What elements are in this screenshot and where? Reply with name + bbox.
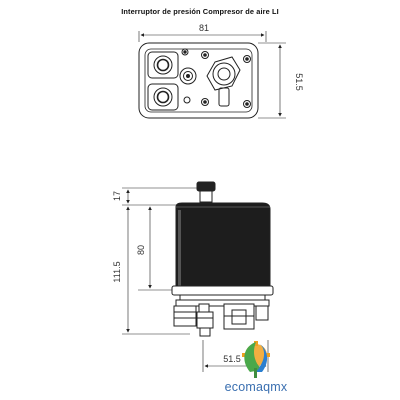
height-label: 51.5: [294, 73, 304, 91]
terminal-lower: [147, 83, 179, 111]
brand-logo-icon: [242, 341, 270, 378]
body-height-label: 80: [136, 245, 146, 255]
top-height-label: 17: [112, 191, 122, 201]
base-flange: [171, 285, 274, 296]
switch-body: [175, 202, 271, 289]
housing-outline: [138, 42, 259, 119]
brand-name: ecomaqmx: [225, 380, 288, 394]
side-view: [122, 181, 274, 372]
reset-button: [196, 181, 216, 192]
terminal-upper: [147, 51, 179, 79]
total-height-label: 111.5: [112, 261, 122, 282]
page-title: Interruptor de presión Compresor de aire…: [121, 7, 279, 16]
width-label: 81: [199, 23, 209, 33]
hex-fitting: [206, 56, 241, 91]
base-width-label: 51.5: [223, 354, 241, 364]
fitting-left: [173, 305, 197, 327]
top-view: [138, 31, 286, 119]
